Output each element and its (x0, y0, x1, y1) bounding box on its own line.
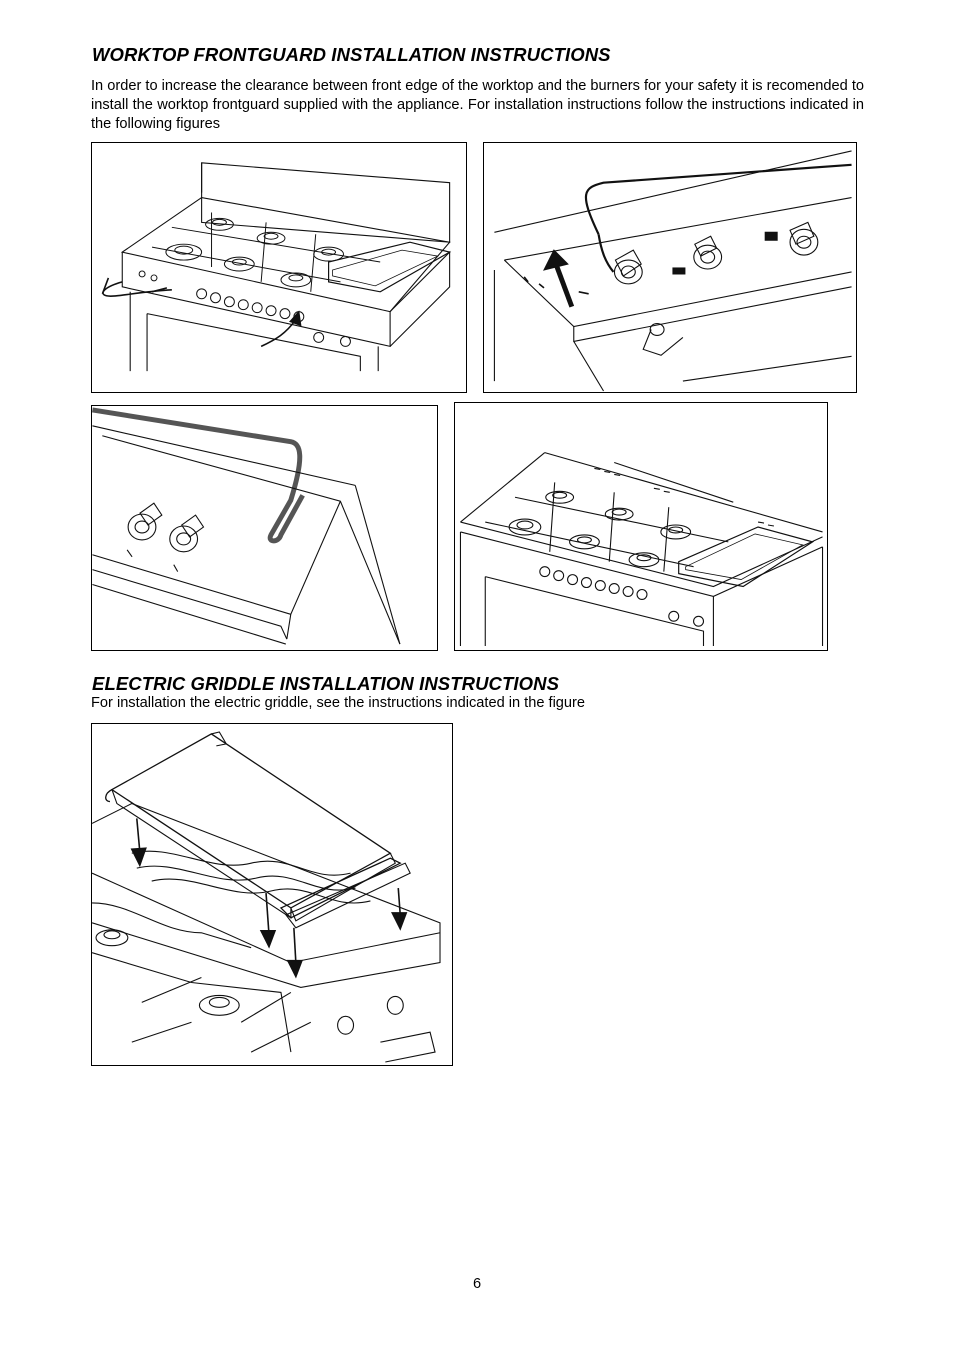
figure-frontguard-installed (454, 402, 828, 651)
figure-frontguard-step-2 (483, 142, 857, 393)
guard-insertion-closeup (493, 150, 852, 392)
figure-frontguard-step-1 (91, 142, 467, 393)
guard-hook-sideview (92, 407, 401, 645)
figure-frontguard-step-3 (91, 405, 438, 651)
cooker-installed-illustration (459, 452, 824, 647)
griddle-installation-illustration (92, 731, 441, 1063)
figure-griddle-installation (91, 723, 453, 1066)
section-text-griddle: For installation the electric griddle, s… (91, 695, 586, 711)
section-title-griddle: ELECTRIC GRIDDLE INSTALLATION INSTRUCTIO… (92, 673, 560, 694)
cooker-overview-illustration (101, 162, 452, 372)
section-title-frontguard: WORKTOP FRONTGUARD INSTALLATION INSTRUCT… (92, 44, 611, 65)
page-number: 6 (472, 1276, 482, 1292)
section-text-frontguard: In order to increase the clearance betwe… (91, 78, 864, 132)
